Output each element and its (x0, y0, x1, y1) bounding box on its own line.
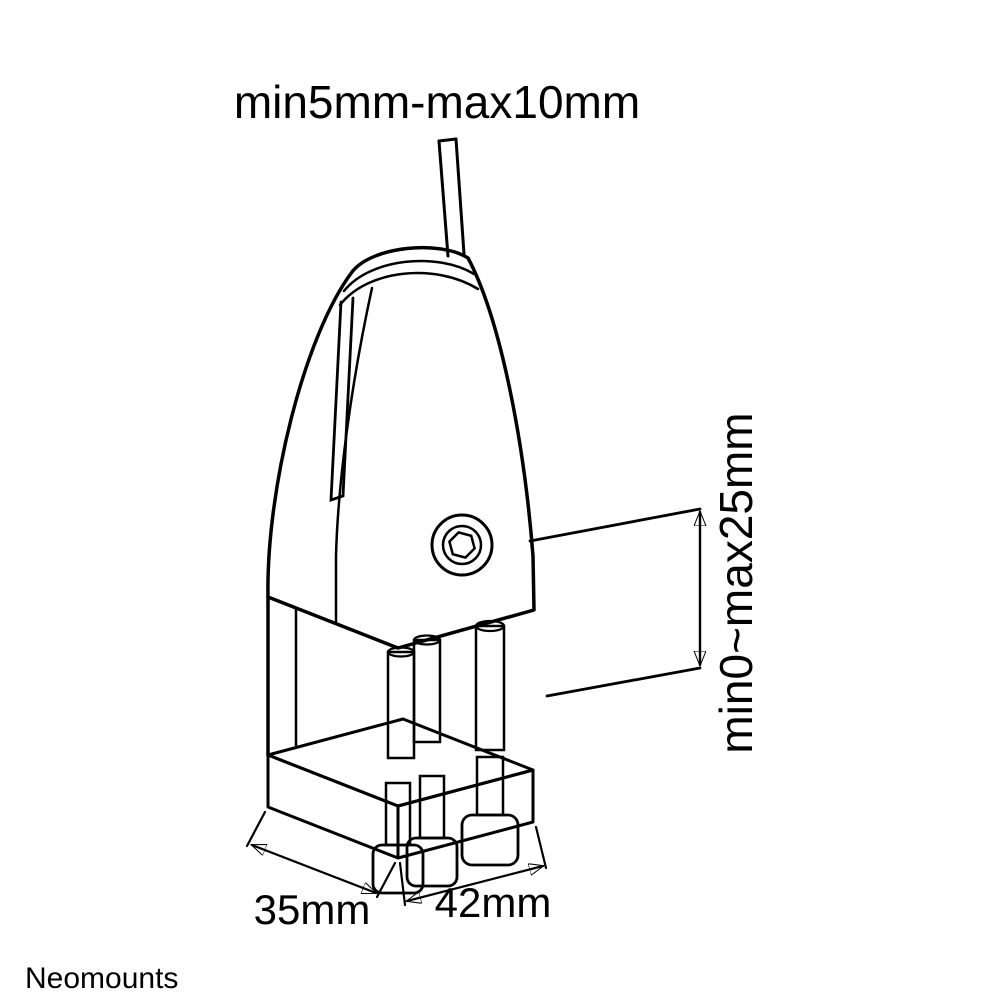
clamp-body (266, 245, 536, 650)
screw-head-circle (441, 524, 483, 566)
width-dimension (398, 825, 548, 907)
base-plate (266, 717, 535, 860)
panel-top-edge (437, 137, 458, 143)
front-corner-edge (334, 286, 374, 624)
panel-right-edge (454, 137, 466, 256)
cap-edge-line-2 (338, 271, 480, 307)
width-dimension-line (407, 866, 543, 901)
base-front-right-face (396, 768, 535, 860)
panel-slot (329, 296, 355, 502)
width-extension-right (534, 825, 548, 870)
cap-edge-line-1 (342, 259, 476, 293)
base-top-face (266, 717, 535, 808)
clamp-arm (266, 595, 298, 757)
desk-thickness-dimension (528, 507, 702, 698)
threaded-studs (386, 619, 506, 760)
stud-left (386, 650, 416, 760)
screw-right-shaft (475, 755, 505, 817)
depth-label: 35mm (254, 886, 371, 933)
stud-right (474, 624, 506, 752)
brand-logo: Neomounts (25, 962, 178, 995)
desk-top-line (528, 507, 702, 543)
depth-extension-left (245, 810, 267, 848)
depth-dimension-line (252, 843, 376, 895)
width-label: 42mm (435, 879, 552, 926)
depth-dimension (245, 810, 397, 899)
desk-bottom-line (545, 666, 702, 698)
panel (437, 137, 466, 258)
desk-thickness-label: min0~max25mm (710, 412, 762, 753)
stud-right-top (474, 619, 506, 633)
cap-screws (371, 755, 520, 895)
panel-left-edge (437, 139, 450, 258)
stud-middle-top (412, 634, 442, 646)
clamp-body-outline (266, 245, 536, 650)
depth-extension-right (375, 861, 397, 899)
screw-boss-circle (430, 513, 494, 577)
stud-middle (412, 638, 442, 744)
screw-middle-shaft (418, 774, 446, 840)
panel-thickness-label: min5mm-max10mm (234, 76, 640, 128)
width-extension-left (398, 861, 407, 907)
base-front-left-face (266, 753, 400, 860)
hex-socket (448, 531, 476, 559)
hex-socket-screw (430, 513, 494, 577)
stud-left-top (386, 646, 416, 658)
